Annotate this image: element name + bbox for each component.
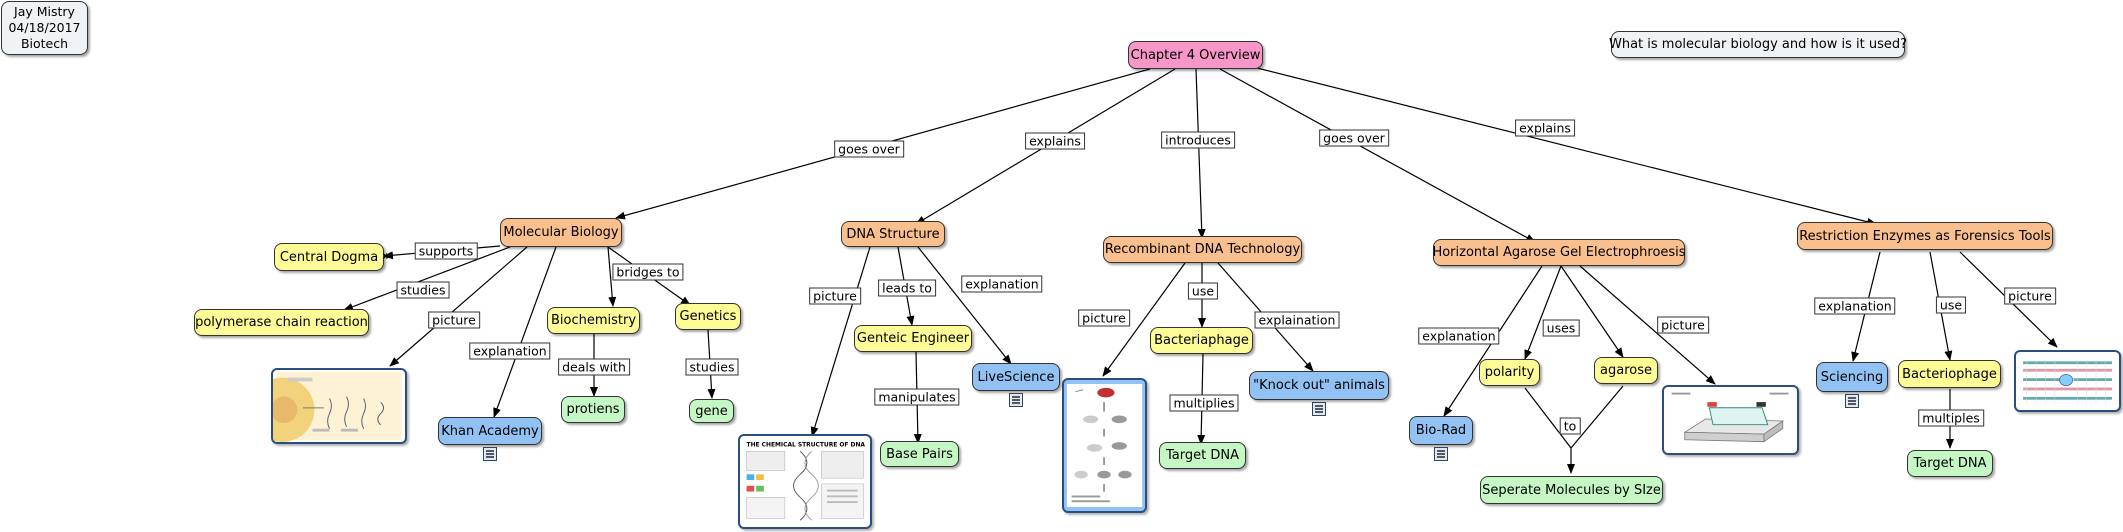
author-date: 04/18/2017: [8, 20, 81, 35]
resource-icon[interactable]: [1845, 394, 1859, 408]
bio-rad-label: Bio-Rad: [1415, 423, 1467, 438]
link-label-picture: picture: [809, 287, 861, 305]
concept-knockout-animals[interactable]: "Knock out" animals: [1249, 371, 1389, 416]
concept-recombinant-dna-technology[interactable]: Recombinant DNA Technology: [1103, 236, 1302, 263]
author-info-box: Jay Mistry 04/18/2017 Biotech: [1, 1, 88, 55]
concept-target-dna-restriction[interactable]: Target DNA: [1907, 450, 1993, 477]
link-label-to: to: [1559, 417, 1581, 435]
resource-icon[interactable]: [483, 447, 497, 461]
concept-genteic-engineer[interactable]: Genteic Engineer: [854, 325, 972, 352]
dna-poster-title: THE CHEMICAL STRUCTURE OF DNA: [747, 442, 866, 449]
link-label-picture: picture: [1657, 316, 1709, 334]
author-course: Biotech: [20, 36, 69, 51]
link-label-goes-over: goes over: [1319, 129, 1389, 147]
concept-gene[interactable]: gene: [689, 399, 734, 423]
concept-protiens[interactable]: protiens: [561, 396, 625, 423]
root-concept[interactable]: Chapter 4 Overview: [1128, 41, 1263, 69]
concept-livescience[interactable]: LiveScience: [972, 363, 1060, 407]
link-label-explains: explains: [1025, 132, 1085, 150]
link-label-use: use: [1187, 282, 1219, 300]
concept-restriction-enzymes[interactable]: Restriction Enzymes as Forensics Tools: [1797, 222, 2053, 250]
author-name: Jay Mistry: [14, 4, 75, 19]
concept-seperate-molecules[interactable]: Seperate Molecules by SIze: [1480, 476, 1663, 504]
concept-khan-academy[interactable]: Khan Academy: [438, 417, 542, 461]
concept-bacteriaphage[interactable]: Bacteriaphage: [1150, 327, 1253, 354]
link-label-explanation: explanation: [1814, 297, 1896, 315]
link-label-bridges-to: bridges to: [612, 263, 684, 281]
link-label-goes-over: goes over: [834, 140, 904, 158]
picture-knockout-mice[interactable]: [1062, 378, 1147, 513]
link-label-use: use: [1935, 296, 1967, 314]
concept-polarity[interactable]: polarity: [1479, 359, 1540, 386]
concept-genetics[interactable]: Genetics: [675, 303, 741, 330]
concept-sciencing[interactable]: Sciencing: [1816, 362, 1888, 408]
link-label-introduces: introduces: [1161, 131, 1235, 149]
sciencing-label: Sciencing: [1820, 369, 1884, 385]
link-label-deals-with: deals with: [558, 358, 630, 376]
link-label-picture: picture: [2004, 287, 2056, 305]
concept-bio-rad[interactable]: Bio-Rad: [1409, 416, 1473, 461]
concept-gel-electrophoresis[interactable]: Horizontal Agarose Gel Electrophroesis: [1432, 239, 1686, 266]
link-label-explanation: explanation: [1418, 327, 1500, 345]
concept-base-pairs[interactable]: Base Pairs: [880, 441, 959, 467]
picture-dna-chemical-structure[interactable]: THE CHEMICAL STRUCTURE OF DNA: [738, 434, 872, 529]
livescience-label: LiveScience: [977, 369, 1055, 385]
link-label-studies: studies: [685, 358, 739, 376]
resource-icon[interactable]: [1009, 393, 1023, 407]
link-label-explanation: explanation: [469, 342, 551, 360]
link-label-explaination: explaination: [1254, 311, 1340, 329]
link-label-picture: picture: [1078, 309, 1130, 327]
focus-question[interactable]: What is molecular biology and how is it …: [1609, 31, 1907, 58]
knockout-animals-label: "Knock out" animals: [1253, 378, 1385, 393]
concept-bacteriophage[interactable]: Bacteriophage: [1898, 360, 2001, 388]
link-label-studies: studies: [396, 281, 450, 299]
expand-arrows-icon[interactable]: »: [382, 249, 391, 264]
picture-restriction-enzymes[interactable]: [2014, 350, 2121, 412]
link-label-supports: supports: [414, 242, 478, 260]
link-label-manipulates: manipulates: [874, 388, 960, 406]
picture-gel-electrophoresis[interactable]: [1662, 385, 1799, 455]
concept-dna-structure[interactable]: DNA Structure: [841, 221, 945, 247]
link-label-explains: explains: [1515, 119, 1575, 137]
concept-biochemistry[interactable]: Biochemistry: [547, 307, 640, 334]
resource-icon[interactable]: [1434, 447, 1448, 461]
link-label-leads-to: leads to: [878, 279, 936, 297]
khan-academy-label: Khan Academy: [441, 423, 539, 439]
link-label-uses: uses: [1542, 319, 1580, 337]
concept-pcr[interactable]: polymerase chain reaction: [194, 309, 369, 336]
picture-central-dogma[interactable]: [271, 368, 407, 444]
link-label-picture: picture: [428, 311, 480, 329]
concept-target-dna-recombinant[interactable]: Target DNA: [1159, 442, 1246, 469]
concept-molecular-biology[interactable]: Molecular Biology: [500, 218, 622, 247]
link-label-multiplies: multiplies: [1169, 394, 1239, 412]
concept-agarose[interactable]: agarose: [1594, 357, 1658, 384]
resource-icon[interactable]: [1312, 402, 1326, 416]
concept-central-dogma[interactable]: Central Dogma: [274, 243, 384, 271]
link-label-explanation: explanation: [961, 275, 1043, 293]
link-label-multiples: multiples: [1918, 409, 1984, 427]
